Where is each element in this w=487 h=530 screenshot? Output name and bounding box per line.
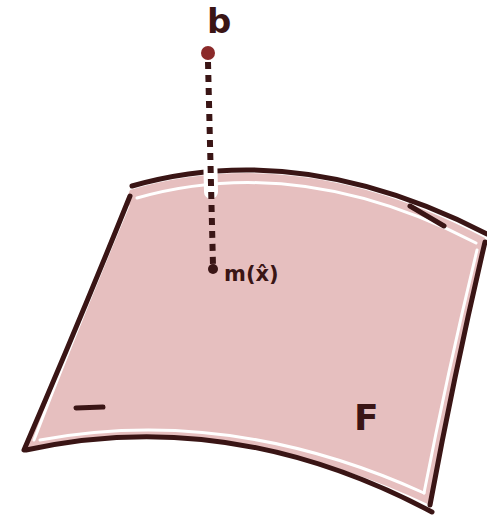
projection-label: m(x̂): [224, 264, 279, 285]
surface-highlight: [137, 183, 476, 243]
surface-highlight: [424, 250, 477, 493]
projection-point: [208, 264, 218, 274]
tick-mark: [76, 407, 103, 408]
surface-edge: [24, 196, 130, 450]
surface-edge: [132, 170, 487, 234]
surface-edge: [430, 242, 485, 505]
projection-line: [208, 62, 213, 266]
tick-mark: [410, 206, 444, 226]
surface-label: F: [354, 400, 379, 436]
point-b: [201, 46, 215, 60]
surface-edge: [26, 437, 432, 512]
surface-fill: [26, 173, 485, 505]
point-label: b: [207, 4, 231, 38]
